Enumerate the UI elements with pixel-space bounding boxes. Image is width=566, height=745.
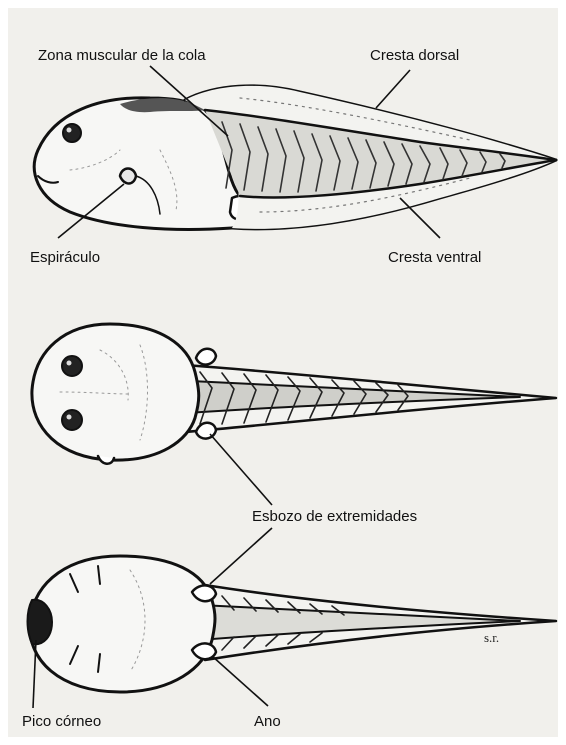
artist-signature: s.r.: [484, 630, 499, 645]
ventral-limb-bud-top: [192, 585, 216, 601]
label-cresta-ventral: Cresta ventral: [388, 249, 481, 266]
dorsal-limb-bud-bottom: [196, 423, 216, 439]
lateral-eye: [63, 124, 81, 142]
label-zona-muscular: Zona muscular de la cola: [38, 47, 206, 64]
label-espiraculo: Espiráculo: [30, 249, 100, 266]
label-pico: Pico córneo: [22, 713, 101, 730]
dorsal-eye-right: [62, 410, 82, 430]
label-cresta-dorsal: Cresta dorsal: [370, 47, 459, 64]
spiracle: [120, 169, 136, 184]
dorsal-view-body: [32, 324, 199, 460]
label-ano: Ano: [254, 713, 281, 730]
label-esbozo: Esbozo de extremidades: [252, 508, 417, 525]
ventral-view-body: [30, 556, 215, 692]
dorsal-eye-left: [62, 356, 82, 376]
dorsal-limb-bud-top: [196, 349, 216, 365]
